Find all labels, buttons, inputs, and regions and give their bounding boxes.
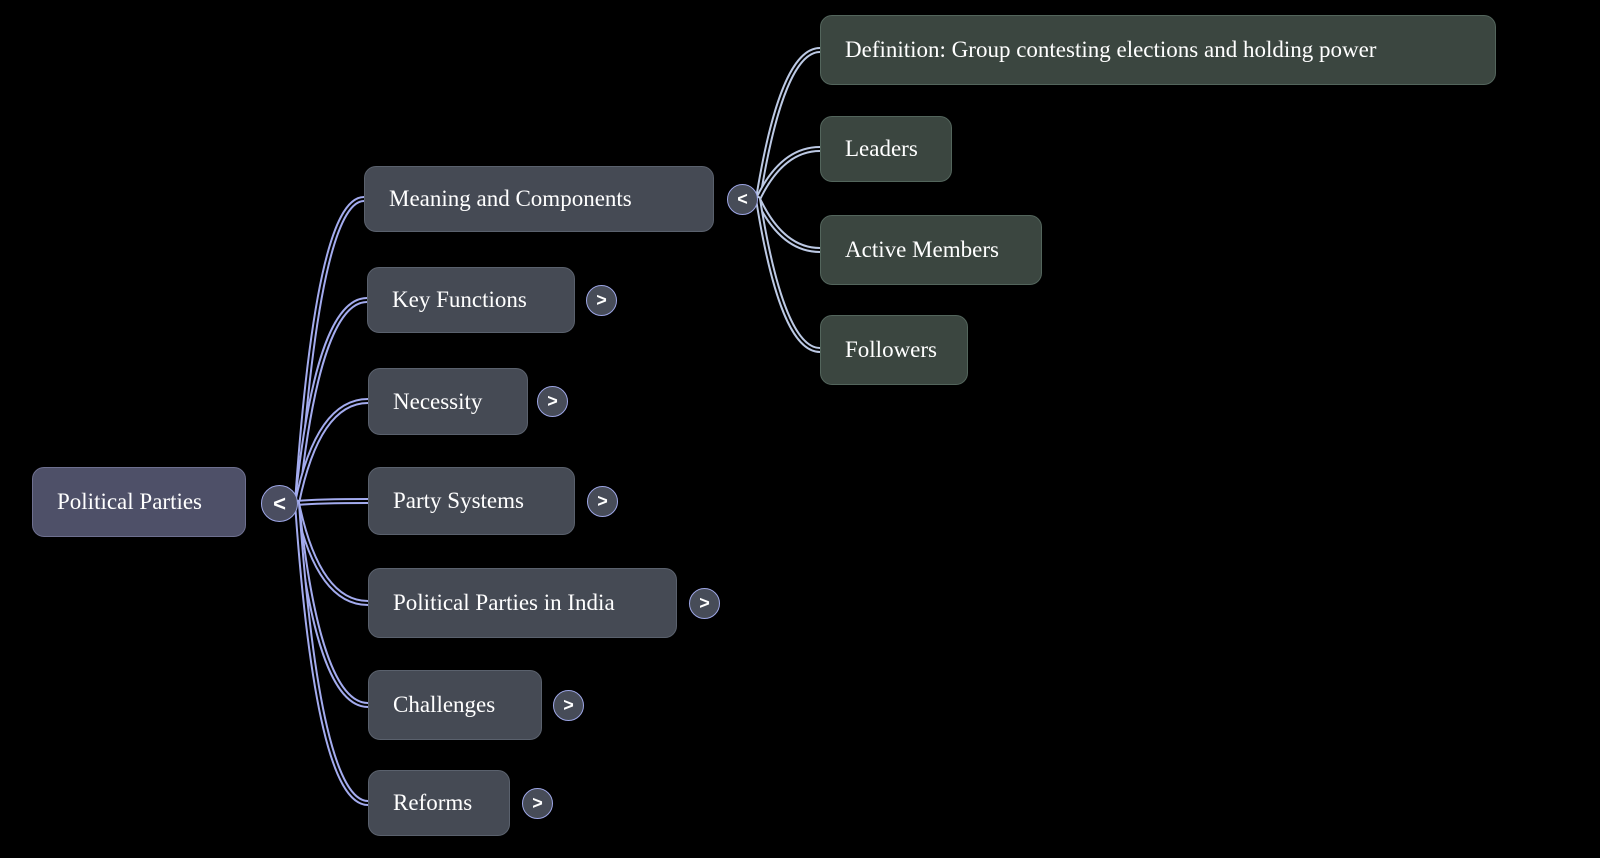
node-label: Meaning and Components: [389, 186, 632, 211]
node-definition[interactable]: Definition: Group contesting elections a…: [820, 15, 1496, 85]
collapse-toggle-political-parties[interactable]: <: [261, 485, 298, 522]
expand-toggle-political-parties-in-india[interactable]: >: [689, 588, 720, 619]
node-label: Challenges: [393, 692, 496, 717]
node-label: Party Systems: [393, 488, 524, 513]
node-label: Leaders: [845, 136, 918, 161]
edge-meaning-to-active-members: [755, 196, 823, 253]
edge-root-to-reforms: [294, 500, 371, 806]
edge-meaning-to-followers: [755, 196, 823, 353]
node-necessity[interactable]: Necessity: [368, 368, 528, 435]
edge-root-to-necessity: [294, 398, 371, 506]
node-party-systems[interactable]: Party Systems: [368, 467, 575, 535]
node-label: Followers: [845, 337, 937, 362]
expand-toggle-necessity[interactable]: >: [537, 386, 568, 417]
edge-meaning-to-leaders: [755, 146, 823, 202]
edge-root-to-key-functions: [294, 297, 370, 506]
edge-root-to-party-systems: [294, 498, 371, 506]
expand-toggle-party-systems[interactable]: >: [587, 486, 618, 517]
node-active-members[interactable]: Active Members: [820, 215, 1042, 285]
node-label: Necessity: [393, 388, 483, 414]
collapse-toggle-meaning-and-components[interactable]: <: [727, 184, 758, 215]
node-label: Reforms: [393, 790, 473, 815]
expand-toggle-reforms[interactable]: >: [522, 788, 553, 819]
node-followers[interactable]: Followers: [820, 315, 968, 385]
node-leaders[interactable]: Leaders: [820, 116, 952, 182]
node-label: Key Functions: [392, 287, 527, 312]
node-meaning-and-components[interactable]: Meaning and Components: [364, 166, 714, 232]
expand-toggle-challenges[interactable]: >: [553, 690, 584, 721]
expand-toggle-key-functions[interactable]: >: [586, 285, 617, 316]
edge-root-to-meaning-and-components: [294, 196, 367, 506]
node-challenges[interactable]: Challenges: [368, 670, 542, 740]
edge-meaning-to-definition: [755, 47, 823, 202]
node-label: Active Members: [845, 237, 999, 262]
node-label: Political Parties in India: [393, 590, 615, 615]
node-political-parties-in-india[interactable]: Political Parties in India: [368, 568, 677, 638]
node-label: Political Parties: [57, 489, 203, 514]
node-political-parties[interactable]: Political Parties: [32, 467, 246, 537]
node-reforms[interactable]: Reforms: [368, 770, 510, 836]
node-label: Definition: Group contesting elections a…: [845, 37, 1377, 62]
node-key-functions[interactable]: Key Functions: [367, 267, 575, 333]
